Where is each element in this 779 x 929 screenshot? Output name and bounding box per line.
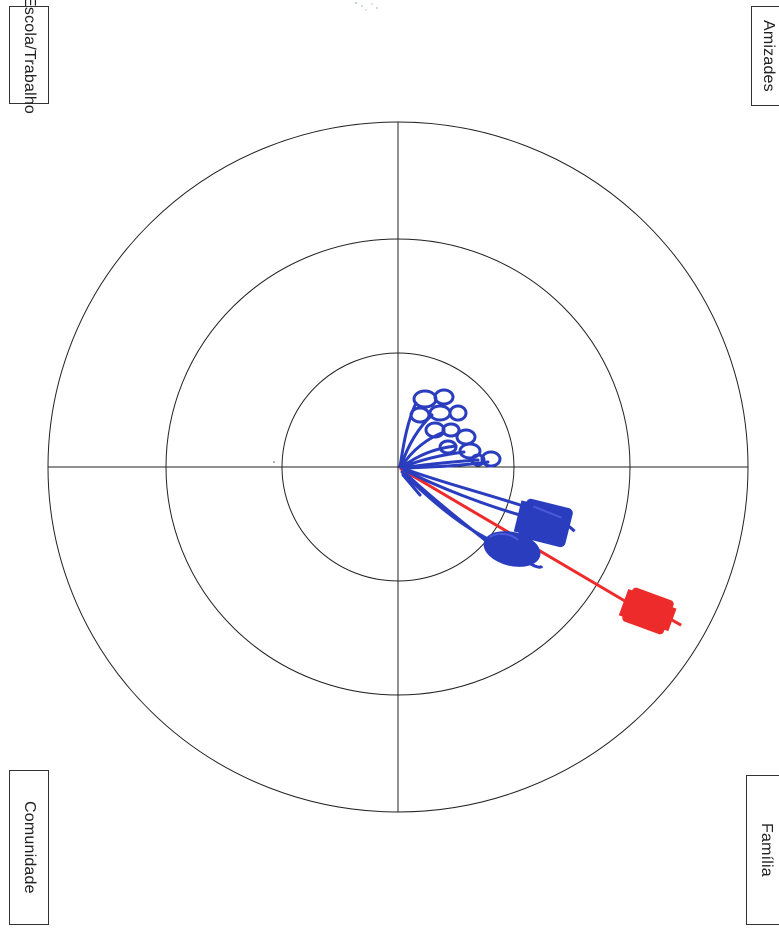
label-amizades-text: Amizades	[759, 20, 777, 92]
label-familia: Família	[746, 775, 779, 925]
scan-smudge	[355, 2, 378, 11]
red-square-marker	[617, 585, 688, 640]
label-escola-trabalho: Escola/Trabalho	[9, 6, 49, 104]
blue-loop-cluster	[400, 390, 500, 468]
red-connection	[401, 469, 688, 640]
label-familia-text: Família	[757, 823, 775, 877]
label-escola-trabalho-text: Escola/Trabalho	[20, 0, 38, 114]
center-mark	[273, 461, 275, 463]
label-amizades: Amizades	[751, 6, 779, 106]
quadrant-dividers	[48, 122, 748, 812]
label-comunidade-text: Comunidade	[20, 801, 38, 894]
label-comunidade: Comunidade	[9, 770, 49, 925]
